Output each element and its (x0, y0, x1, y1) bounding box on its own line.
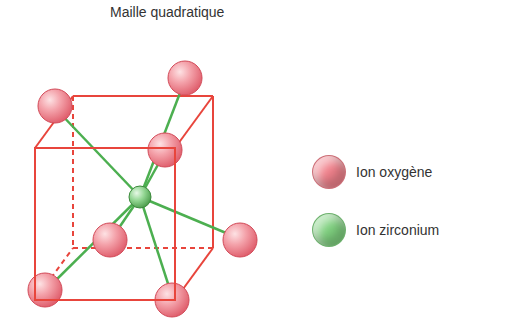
legend-label: Ion zirconium (356, 222, 439, 238)
oxygen-ion (168, 61, 202, 95)
zirconium-ion (129, 186, 151, 208)
oxygen-ion (223, 223, 257, 257)
oxygen-ions (28, 61, 257, 317)
cell-edges (35, 148, 175, 300)
legend-item: Ion zirconium (312, 213, 439, 247)
oxygen-ion (38, 89, 72, 123)
bond-line (140, 197, 172, 296)
bond-lines (48, 80, 238, 296)
legend-label: Ion oxygène (356, 164, 432, 180)
oxygen-ion (93, 223, 127, 257)
oxygen-ion (28, 273, 62, 307)
figure-title: Maille quadratique (110, 4, 224, 20)
zirconium-ion (129, 186, 151, 208)
legend-swatch (312, 213, 346, 247)
bond-line (140, 197, 238, 238)
cell-edge (73, 95, 213, 97)
front-face (35, 148, 175, 300)
hidden-edge (72, 96, 74, 248)
bond-line (57, 110, 140, 197)
oxygen-ion (148, 133, 182, 167)
legend-swatch (312, 155, 346, 189)
legend-item: Ion oxygène (312, 155, 432, 189)
cell-edge (212, 96, 214, 248)
cell-edge (175, 96, 213, 148)
bond-line (48, 197, 140, 288)
cell-edges (35, 96, 213, 300)
hidden-edge (73, 247, 213, 249)
bond-line (140, 80, 185, 197)
